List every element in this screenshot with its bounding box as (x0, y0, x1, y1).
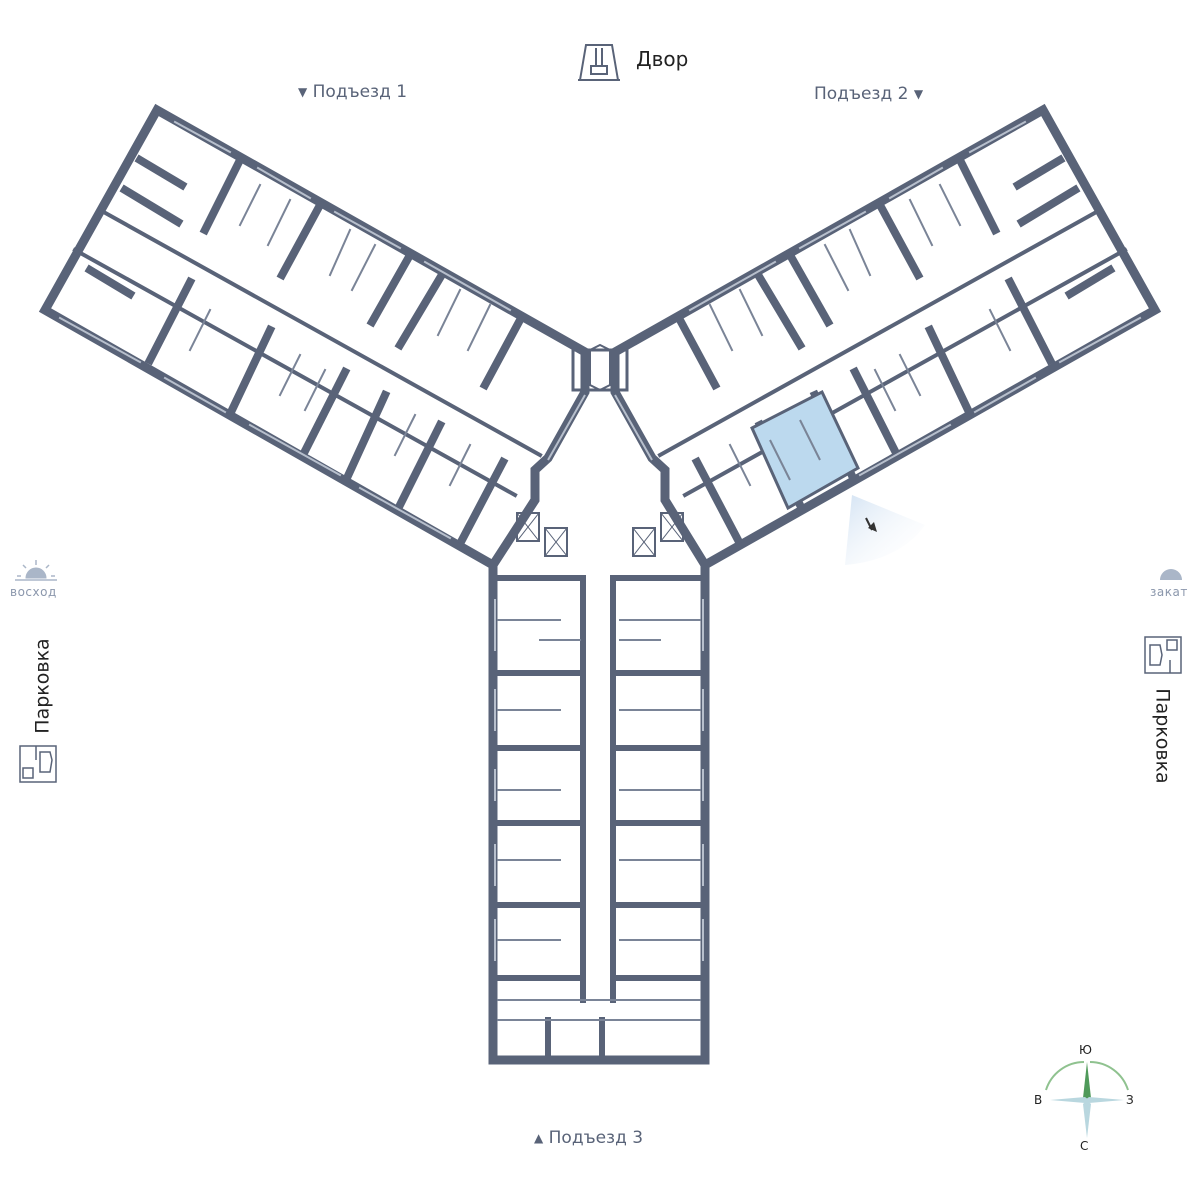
parking-icon (1144, 636, 1182, 674)
entrance-1-text: Подъезд 1 (312, 82, 408, 102)
sunset-icon (1160, 569, 1182, 580)
yard-label: Двор (636, 47, 689, 71)
entrance-2-label: Подъезд 2 ▼ (814, 84, 923, 104)
triangle-down-icon: ▼ (913, 87, 924, 101)
sunrise-icon (15, 560, 57, 581)
wing-right (610, 103, 1162, 572)
wing-left (38, 103, 590, 572)
compass-east-label: В (1034, 1093, 1043, 1107)
entrance-3-label: ▲ Подъезд 3 (534, 1128, 643, 1148)
parking-right-label: Парковка (1151, 688, 1174, 784)
sunrise-label: восход (10, 585, 57, 599)
entrance-2-text: Подъезд 2 (814, 84, 909, 104)
highlighted-apartment[interactable] (750, 389, 860, 511)
triangle-up-icon: ▲ (534, 1131, 544, 1145)
parking-icon (19, 745, 57, 783)
swing-icon (578, 44, 620, 81)
compass-west-label: З (1126, 1093, 1134, 1107)
sunset-label: закат (1150, 585, 1188, 599)
compass-south-label: Ю (1079, 1043, 1092, 1057)
entrance-3-text: Подъезд 3 (548, 1128, 644, 1148)
compass-north-label: С (1080, 1139, 1089, 1153)
entrance-1-label: ▼ Подъезд 1 (298, 82, 407, 102)
triangle-down-icon: ▼ (298, 85, 308, 99)
view-direction-icon (845, 495, 925, 565)
compass-icon (1045, 1061, 1129, 1138)
parking-left-label: Парковка (31, 638, 54, 734)
center-junction (547, 343, 653, 461)
wing-bottom (488, 560, 710, 1065)
